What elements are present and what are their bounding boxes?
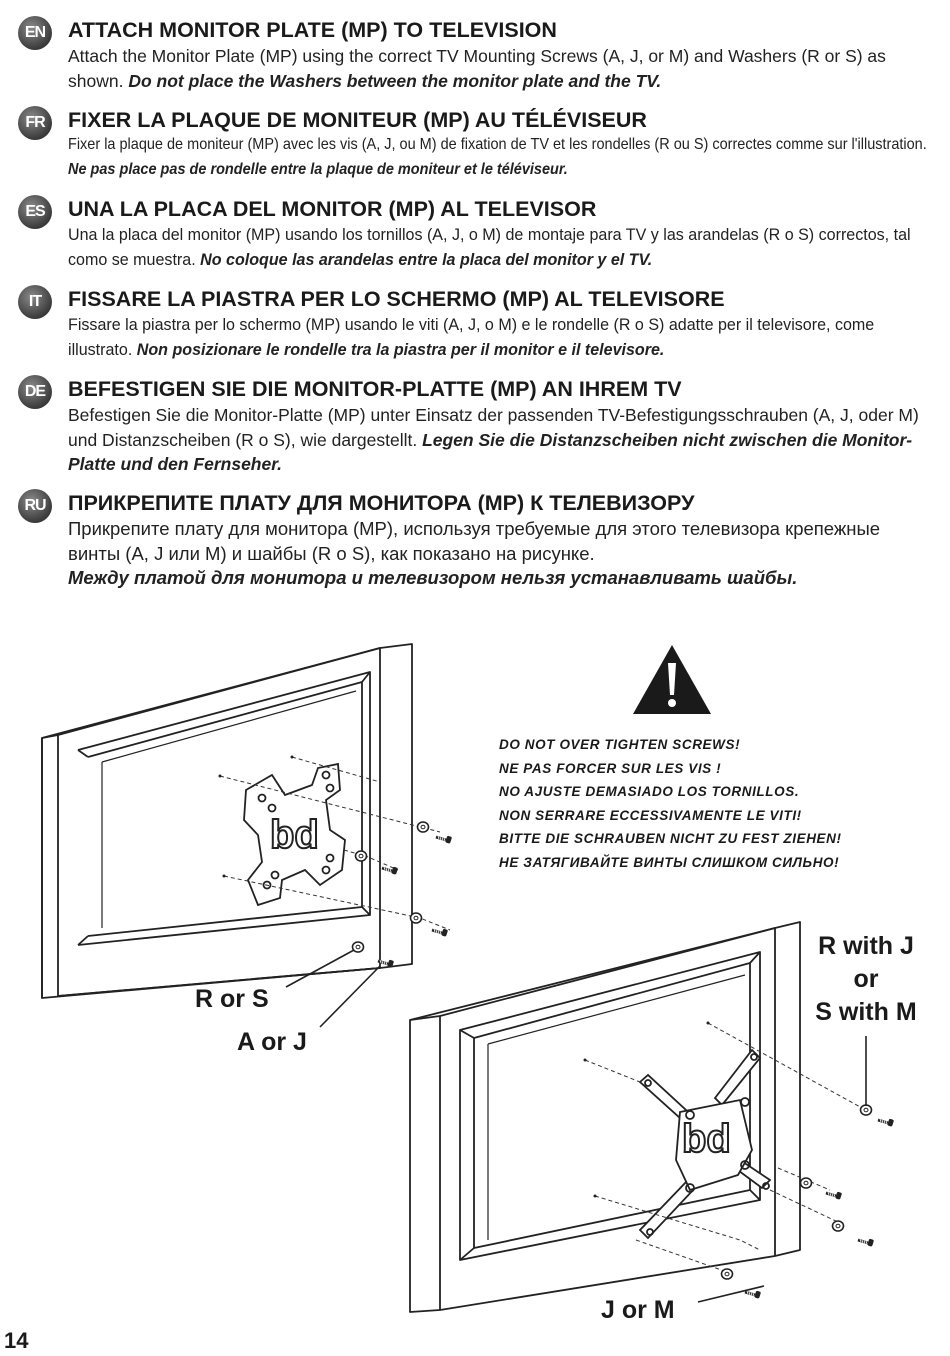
hardware-right bbox=[583, 1021, 896, 1301]
section-heading: UNA LA PLACA DEL MONITOR (MP) AL TELEVIS… bbox=[68, 197, 597, 221]
flag-fr-icon: FR bbox=[18, 106, 52, 140]
tv-right bbox=[409, 921, 801, 1313]
section-body: Fissare la piastra per lo schermo (MP) u… bbox=[68, 315, 875, 359]
monitor-plate-left: bd bbox=[243, 762, 346, 907]
section-heading: ATTACH MONITOR PLATE (MP) TO TELEVISION bbox=[68, 18, 557, 42]
label-r-with-j: R with J or S with M bbox=[815, 932, 917, 1026]
screw-paths-left bbox=[219, 756, 451, 931]
section-heading: FISSARE LA PIASTRA PER LO SCHERMO (MP) A… bbox=[68, 287, 725, 311]
flag-es-icon: ES bbox=[18, 195, 52, 229]
section-heading: ПРИКРЕПИТЕ ПЛАТУ ДЛЯ МОНИТОРА (MP) К ТЕЛ… bbox=[68, 491, 695, 515]
page-number: 14 bbox=[4, 1328, 29, 1353]
monitor-plate-right: bd bbox=[638, 1048, 772, 1240]
label-r-or-s: R or S bbox=[195, 985, 269, 1013]
label-j-or-m: J or M bbox=[601, 1296, 675, 1324]
warning-text: DO NOT OVER TIGHTEN SCREWS! bbox=[499, 737, 741, 752]
leader-a-or-j bbox=[319, 965, 381, 1028]
warning-text: НЕ ЗАТЯГИВАЙТЕ ВИНТЫ СЛИШКОМ СИЛЬНО! bbox=[499, 854, 840, 870]
tv-left bbox=[41, 643, 413, 999]
warning-text: NE PAS FORCER SUR LES VIS ! bbox=[499, 760, 722, 776]
svg-text:bd: bd bbox=[270, 813, 319, 857]
flag-de-icon: DE bbox=[18, 375, 52, 409]
section-heading: FIXER LA PLAQUE DE MONITEUR (MP) AU TÉLÉ… bbox=[68, 108, 647, 132]
section-heading: BEFESTIGEN SIE DIE MONITOR-PLATTE (MP) A… bbox=[68, 377, 682, 401]
section-body: Befestigen Sie die Monitor-Platte (MP) u… bbox=[68, 405, 919, 474]
section-body: Fixer la plaque de moniteur (MP) avec le… bbox=[68, 136, 927, 178]
warning-text: BITTE DIE SCHRAUBEN NICHT ZU FEST ZIEHEN… bbox=[499, 831, 842, 846]
section-body: Attach the Monitor Plate (MP) using the … bbox=[68, 46, 886, 91]
section-body: Una la placa del monitor (MP) usando los… bbox=[68, 225, 911, 269]
warning-text: NO AJUSTE DEMASIADO LOS TORNILLOS. bbox=[499, 784, 800, 799]
warning-list: DO NOT OVER TIGHTEN SCREWS! NE PAS FORCE… bbox=[499, 733, 842, 874]
flag-it-icon: IT bbox=[18, 285, 52, 319]
leader-r-or-s bbox=[285, 949, 355, 988]
flag-en-icon: EN bbox=[18, 16, 52, 50]
warning-text: NON SERRARE ECCESSIVAMENTE LE VITI! bbox=[499, 807, 802, 823]
label-a-or-j: A or J bbox=[237, 1028, 307, 1056]
screw-paths-right bbox=[584, 1022, 863, 1273]
section-body: Прикрепите плату для монитора (MP), испо… bbox=[68, 518, 881, 588]
warning-icon bbox=[633, 645, 711, 714]
leader-j-or-m bbox=[697, 1285, 765, 1303]
flag-ru-icon: RU bbox=[18, 489, 52, 523]
svg-text:bd: bd bbox=[682, 1117, 731, 1161]
hardware-left bbox=[218, 755, 454, 970]
